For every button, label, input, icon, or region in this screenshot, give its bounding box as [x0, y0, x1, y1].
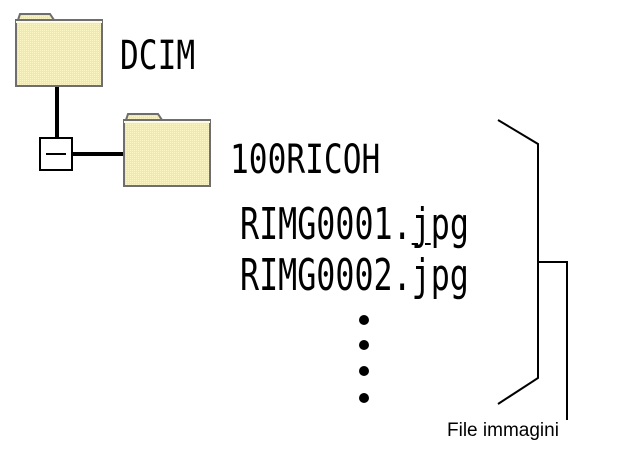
folder-icon [15, 13, 103, 87]
file-item: RIMG0001.jpg [240, 203, 469, 247]
file-name-underlined: j [411, 199, 431, 250]
bracket-brace [497, 119, 539, 405]
file-name-end: pg [430, 199, 469, 250]
caption-label: File immagini [447, 420, 559, 441]
file-name-start: RIMG0001. [240, 199, 412, 250]
ellipsis-dots [359, 315, 369, 403]
file-item: RIMG0002.jpg [240, 250, 469, 301]
root-folder-label: DCIM [120, 33, 196, 79]
collapse-box-icon[interactable] [39, 137, 73, 171]
folder-icon [123, 113, 211, 187]
caption-leader-line [538, 261, 568, 420]
subfolder-label: 100RICOH [230, 137, 381, 183]
